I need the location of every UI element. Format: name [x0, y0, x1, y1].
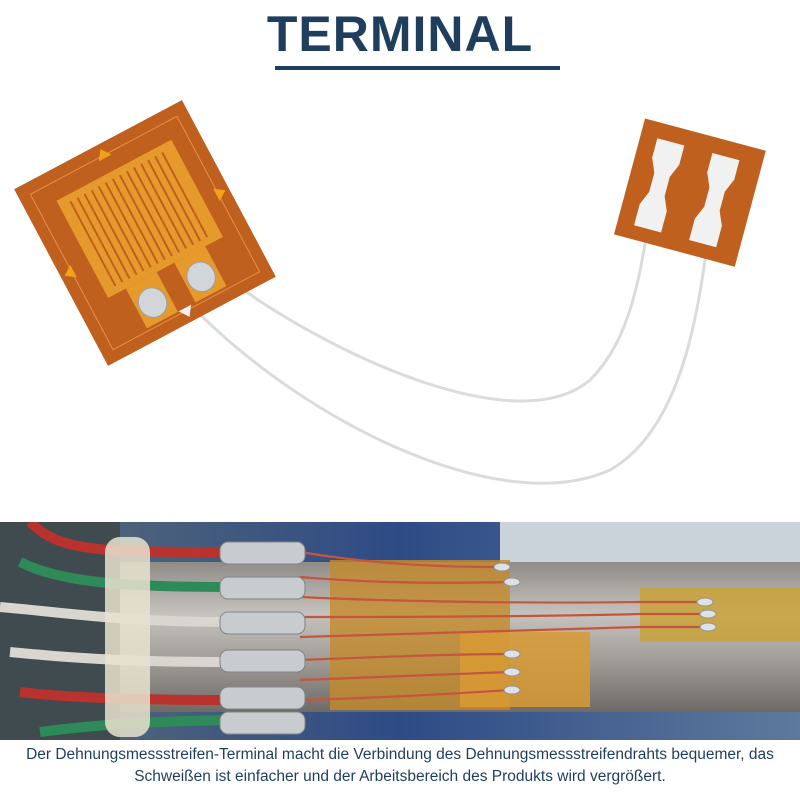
terminal-pad	[613, 118, 766, 267]
title-container: TERMINAL	[0, 0, 800, 80]
lead-wire-lower	[186, 199, 714, 485]
terminal-patch-2	[460, 632, 590, 707]
strain-gauge	[14, 100, 276, 366]
copper-wires	[299, 550, 705, 702]
page-title: TERMINAL	[266, 6, 534, 62]
cable-bundle	[0, 522, 231, 740]
solder-points	[493, 562, 717, 695]
lead-wire-upper	[231, 199, 654, 403]
strain-gauge-illustration	[14, 100, 766, 485]
application-photo	[0, 522, 800, 740]
crimp-sleeves	[219, 541, 306, 735]
caption-text: Der Dehnungsmessstreifen-Terminal macht …	[0, 740, 800, 800]
foil-grid	[69, 152, 209, 287]
title-underline	[275, 66, 560, 70]
